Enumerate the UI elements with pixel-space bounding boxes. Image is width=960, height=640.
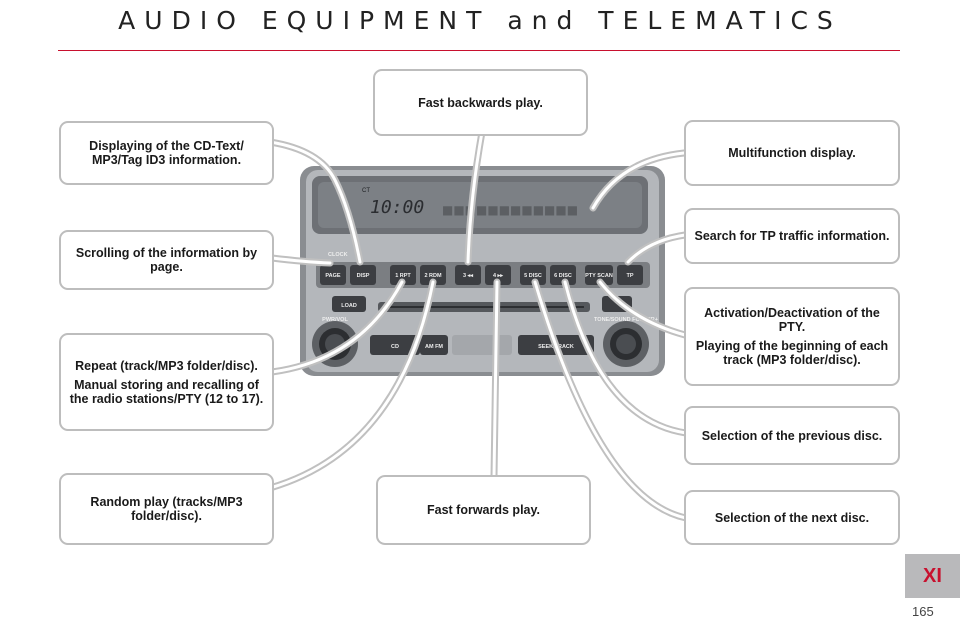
svg-text:PTY SCAN: PTY SCAN <box>585 273 613 279</box>
title-rule <box>58 50 900 51</box>
svg-text:TONE/SOUND FOLDER+: TONE/SOUND FOLDER+ <box>594 317 658 323</box>
blank-button <box>452 335 512 355</box>
disp-button <box>350 265 376 285</box>
callout-scrolling: Scrolling of the information by page. <box>59 230 274 290</box>
am-fm-button <box>420 335 448 355</box>
callout-text: Displaying of the CD-Text/ MP3/Tag ID3 i… <box>89 139 244 167</box>
callout-tp-search: Search for TP traffic information. <box>684 208 900 264</box>
svg-text:PWR/VOL: PWR/VOL <box>322 317 348 323</box>
tp-button <box>617 265 643 285</box>
callout-text: Repeat (track/MP3 folder/disc). <box>75 358 258 373</box>
button-row: PAGE DISP 1 RPT 2 RDM 3 ◂◂ 4 ▸▸ 5 DISC 6… <box>320 265 643 285</box>
svg-text:PAGE: PAGE <box>325 273 341 279</box>
pty-scan-button <box>585 265 613 285</box>
svg-text:DISP: DISP <box>357 273 370 279</box>
page-button <box>320 265 346 285</box>
preset-4-button <box>485 265 511 285</box>
svg-text:LOAD: LOAD <box>341 303 357 309</box>
callout-text: Search for TP traffic information. <box>694 229 890 243</box>
callout-text: Manual storing and recalling of the radi… <box>69 377 264 406</box>
display-ct: CT <box>362 188 370 194</box>
callout-random: Random play (tracks/MP3 folder/disc). <box>59 473 274 545</box>
page-title: AUDIO EQUIPMENT and TELEMATICS <box>118 6 842 35</box>
display-time: 10:00 <box>370 197 424 218</box>
svg-text:6 DISC: 6 DISC <box>554 273 572 279</box>
callout-text: Scrolling of the information by page. <box>75 246 258 274</box>
page-number: 165 <box>912 604 934 619</box>
load-button <box>332 296 366 312</box>
svg-text:5 DISC: 5 DISC <box>524 273 542 279</box>
svg-text:2 RDM: 2 RDM <box>424 273 442 279</box>
display-segments: ■■■■■■■■■■■■ <box>442 203 578 217</box>
preset-1-button <box>390 265 416 285</box>
callout-fast-forwards: Fast forwards play. <box>376 475 591 545</box>
svg-text:1 RPT: 1 RPT <box>395 273 411 279</box>
callout-text: Selection of the previous disc. <box>701 428 883 443</box>
callout-text: Selection of the next disc. <box>714 510 870 525</box>
callout-text: Random play (tracks/MP3 folder/disc). <box>90 495 243 523</box>
svg-text:AM FM: AM FM <box>425 344 443 350</box>
cd-button <box>370 335 420 355</box>
preset-5-button <box>520 265 546 285</box>
svg-text:3 ◂◂: 3 ◂◂ <box>463 273 474 279</box>
callout-prev-disc: Selection of the previous disc. <box>684 406 900 465</box>
callout-fast-backwards: Fast backwards play. <box>373 69 588 136</box>
callout-text: Multifunction display. <box>728 146 856 160</box>
callout-text: Fast backwards play. <box>418 95 543 110</box>
preset-3-button <box>455 265 481 285</box>
clock-label: CLOCK <box>328 252 348 258</box>
svg-text:TP: TP <box>626 273 633 279</box>
callout-next-disc: Selection of the next disc. <box>684 490 900 545</box>
callout-multifunction: Multifunction display. <box>684 120 900 186</box>
section-tab: XI <box>905 554 960 598</box>
preset-2-button <box>420 265 446 285</box>
callout-text: Playing of the beginning of each track (… <box>695 339 889 367</box>
callout-pty: Activation/Deactivation of the PTY. Play… <box>684 287 900 386</box>
svg-text:4 ▸▸: 4 ▸▸ <box>493 273 504 279</box>
callout-repeat: Repeat (track/MP3 folder/disc). Manual s… <box>59 333 274 431</box>
callout-cd-text: Displaying of the CD-Text/ MP3/Tag ID3 i… <box>59 121 274 185</box>
callout-text: Activation/Deactivation of the PTY. <box>704 306 880 334</box>
callout-text: Fast forwards play. <box>427 503 540 517</box>
svg-text:CD: CD <box>391 344 399 350</box>
preset-6-button <box>550 265 576 285</box>
